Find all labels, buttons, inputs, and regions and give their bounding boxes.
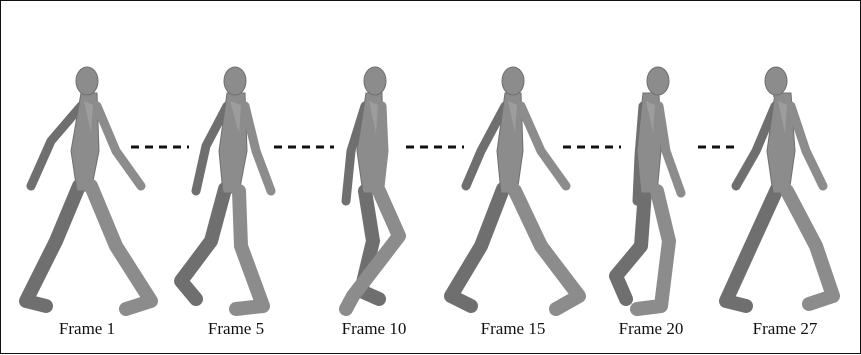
- front-arm: [374, 101, 389, 201]
- walking-mannequin-icon-3: [339, 66, 406, 316]
- back-arm: [191, 101, 232, 196]
- head: [501, 66, 525, 96]
- back-leg: [174, 182, 232, 306]
- walking-mannequin-icon-4: [444, 66, 586, 316]
- back-arm: [461, 101, 510, 191]
- back-leg: [444, 182, 510, 313]
- front-arm: [516, 101, 571, 191]
- back-leg: [719, 182, 784, 313]
- frame-label-1: Frame 1: [58, 319, 116, 338]
- front-leg: [84, 179, 158, 316]
- frame-label-2: Frame 5: [207, 319, 265, 338]
- chest-highlight: [84, 101, 93, 133]
- back-leg: [609, 184, 652, 306]
- walking-mannequin-icon-5: [609, 66, 686, 316]
- frame-label-5: Frame 20: [618, 319, 684, 338]
- front-leg: [229, 184, 270, 316]
- back-arm: [731, 101, 780, 191]
- head: [646, 66, 670, 96]
- front-arm: [786, 101, 828, 191]
- frame-label-4: Frame 15: [480, 319, 546, 338]
- front-arm: [240, 101, 276, 196]
- walking-mannequin-icon-1: [19, 66, 158, 316]
- frame-label-6: Frame 27: [752, 319, 818, 338]
- back-arm: [26, 101, 86, 191]
- head: [363, 66, 387, 96]
- walking-mannequin-icon-6: [719, 66, 840, 313]
- front-leg: [339, 184, 406, 316]
- head: [764, 66, 788, 96]
- back-leg: [354, 184, 386, 306]
- walking-mannequin-icon-2: [174, 66, 276, 316]
- front-leg: [630, 184, 676, 316]
- front-leg: [780, 184, 840, 311]
- chest-highlight: [369, 101, 378, 133]
- chest-highlight: [778, 101, 787, 133]
- front-arm: [92, 101, 146, 191]
- back-arm: [341, 101, 370, 206]
- front-leg: [508, 184, 586, 316]
- head: [223, 66, 247, 96]
- front-arm: [654, 101, 686, 198]
- chest-highlight: [230, 101, 241, 133]
- chest-highlight: [646, 101, 655, 133]
- frame-label-3: Frame 10: [341, 319, 407, 338]
- head: [75, 66, 99, 96]
- back-leg: [19, 179, 86, 313]
- chest-highlight: [508, 101, 517, 133]
